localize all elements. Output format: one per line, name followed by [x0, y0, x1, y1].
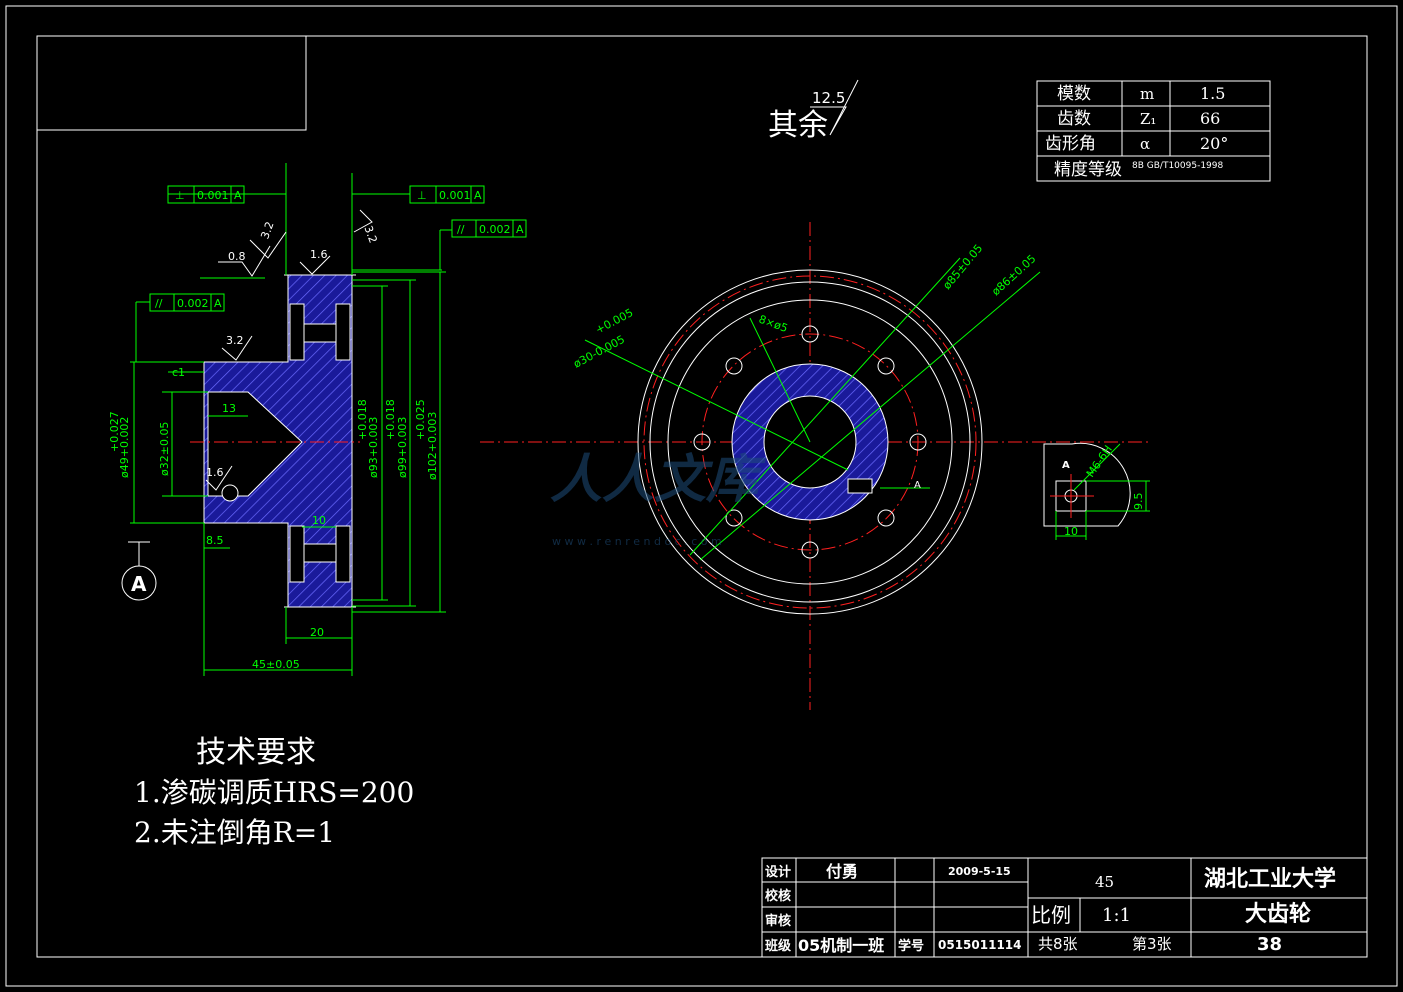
dim-45: 45±0.05	[252, 658, 300, 671]
param-symbol-3: 8B GB/T10095-1998	[1132, 161, 1223, 171]
dim-30: ø30-0.005	[571, 333, 627, 371]
tb-class-label: 班级	[765, 938, 792, 954]
tech-requirements: 技术要求 1.渗碳调质HRS=200 2.未注倒角R=1	[134, 735, 414, 849]
param-name-0: 模数	[1057, 84, 1091, 104]
perp-left-value: 0.001	[197, 189, 229, 202]
dim-102: ø102+0.003	[426, 412, 439, 480]
param-symbol-1: Z₁	[1140, 110, 1156, 128]
parallel-right-value: 0.002	[479, 223, 511, 236]
tech-req-title: 技术要求	[196, 735, 316, 770]
dim-32: ø32±0.05	[158, 422, 171, 476]
param-symbol-0: m	[1140, 85, 1154, 103]
view-a-label: A	[914, 480, 921, 491]
tb-drawing-no: 38	[1257, 934, 1282, 955]
tb-designer: 付勇	[826, 862, 858, 881]
watermark-text: 人人文库	[550, 449, 767, 510]
tb-scale: 1:1	[1102, 905, 1131, 926]
chamfer-label: c1	[172, 366, 185, 379]
dim-9-5: 9.5	[1132, 493, 1145, 511]
rough-1-6b: 1.6	[206, 466, 224, 479]
dim-99: ø99+0.003	[396, 417, 409, 478]
tb-class-value: 05机制一班	[798, 936, 884, 955]
dim-10: 10	[312, 514, 326, 527]
dim-49-tol: +0.027	[108, 411, 121, 452]
perp-right-value: 0.001	[439, 189, 471, 202]
dim-102-tol: +0.025	[414, 399, 427, 440]
gear-param-table: 模数 m 1.5 齿数 Z₁ 66 齿形角 α 20° 精度等级 8B GB/T…	[1036, 80, 1271, 182]
parallel-tolerance-left: // 0.002 A	[136, 293, 225, 312]
param-name-1: 齿数	[1057, 109, 1091, 129]
dim-99-tol: +0.018	[384, 399, 397, 440]
title-block: 设计 付勇 2009-5-15 校核 审核 班级 05机制一班 学号 05150…	[761, 857, 1368, 958]
tb-review-label: 审核	[765, 913, 791, 929]
perp-right-datum: A	[474, 189, 482, 202]
dim-13: 13	[222, 402, 236, 415]
tb-material: 45	[1095, 873, 1114, 891]
param-value-1: 66	[1200, 109, 1220, 128]
tb-scale-label: 比例	[1031, 903, 1071, 927]
dim-holes: 8×ø5	[757, 313, 790, 335]
surface-note-label: 其余	[768, 108, 828, 143]
dim-93-tol: +0.018	[356, 399, 369, 440]
tb-sheet-no: 第3张	[1132, 935, 1172, 953]
param-name-2: 齿形角	[1045, 134, 1096, 154]
param-symbol-2: α	[1140, 135, 1150, 153]
dim-20: 20	[310, 626, 324, 639]
svg-text:⊥: ⊥	[175, 189, 185, 202]
watermark-url: w w w . r e n r e n d o c . c o m	[552, 535, 722, 548]
tb-check-label: 校核	[765, 888, 791, 904]
rough-3-2a: 3.2	[258, 220, 276, 241]
param-value-2: 20°	[1200, 134, 1228, 153]
dim-30-tol: +0.005	[593, 306, 635, 337]
tb-sid-label: 学号	[898, 938, 924, 954]
tech-req-item-2: 2.未注倒角R=1	[134, 816, 335, 849]
perp-tolerance-left: ⊥ 0.001 A	[167, 185, 245, 204]
tb-sheets-total: 共8张	[1038, 935, 1078, 953]
param-name-3: 精度等级	[1054, 160, 1122, 180]
tb-school: 湖北工业大学	[1204, 866, 1336, 892]
rough-0-8: 0.8	[228, 250, 246, 263]
detail-view-a: A M6-6H 9.5 10	[1043, 442, 1150, 540]
rough-1-6a: 1.6	[310, 248, 328, 261]
dim-8-5: 8.5	[206, 534, 224, 547]
dim-85: ø85±0.05	[940, 242, 985, 292]
perp-tolerance-right: ⊥ 0.001 A	[409, 185, 485, 204]
watermark: 人人文库 w w w . r e n r e n d o c . c o m	[550, 449, 767, 548]
rough-3-2c: 3.2	[226, 334, 244, 347]
parallel-left-datum: A	[214, 297, 222, 310]
svg-text://: //	[155, 297, 163, 310]
datum-a-label: A	[131, 572, 147, 596]
surface-note-value: 12.5	[812, 89, 845, 107]
section-view: ⊥ 0.001 A ⊥ 0.001 A // 0.002 A //	[108, 163, 527, 676]
dim-49: ø49+0.002	[118, 417, 131, 478]
svg-text://: //	[457, 223, 465, 236]
parallel-left-value: 0.002	[177, 297, 209, 310]
svg-text:⊥: ⊥	[417, 189, 427, 202]
bolt-holes	[693, 325, 927, 559]
param-value-0: 1.5	[1200, 84, 1225, 103]
dim-thread: M6-6H	[1084, 443, 1115, 480]
surface-note: 其余 12.5	[768, 79, 859, 143]
detail-label: A	[1062, 460, 1070, 471]
rough-3-2b: 3.2	[361, 224, 379, 245]
parallel-right-datum: A	[516, 223, 524, 236]
tb-part-name: 大齿轮	[1245, 901, 1311, 927]
dim-detail-10: 10	[1064, 525, 1078, 538]
tech-req-item-1: 1.渗碳调质HRS=200	[134, 776, 414, 809]
dim-93: ø93+0.003	[367, 417, 380, 478]
datum-a-symbol: A	[121, 541, 157, 601]
sheet-frame	[5, 5, 1398, 987]
dim-86: ø86±0.05	[989, 252, 1038, 298]
tb-date: 2009-5-15	[948, 865, 1011, 878]
parallel-tolerance-right: // 0.002 A	[440, 219, 527, 238]
tb-sid-value: 0515011114	[938, 938, 1022, 952]
tb-design-label: 设计	[765, 864, 791, 880]
perp-left-datum: A	[234, 189, 242, 202]
